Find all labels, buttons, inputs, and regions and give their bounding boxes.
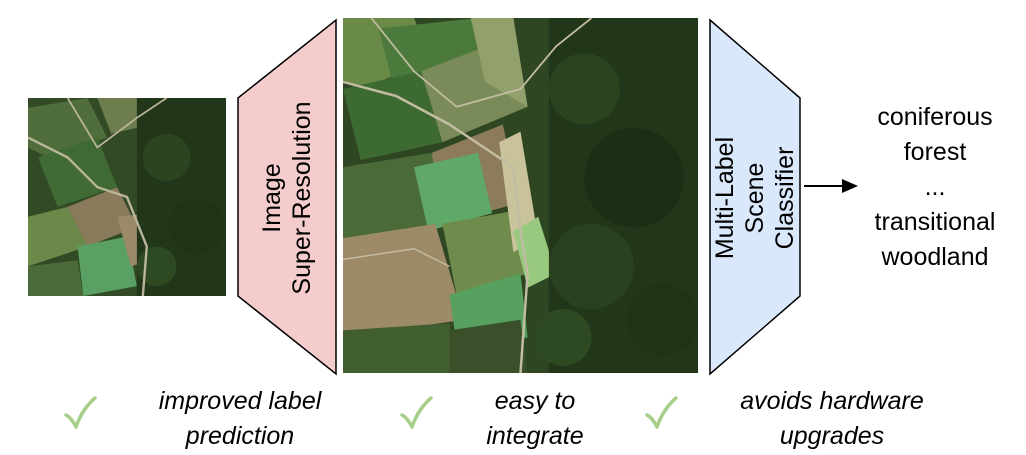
check-icon [64, 396, 97, 429]
classifier-line2: Classifier [771, 146, 799, 250]
high-res-satellite-image [343, 18, 698, 373]
predicted-labels: coniferous forest ... transitional woodl… [846, 100, 1024, 275]
classifier-line1: Multi-Label Scene [711, 136, 769, 260]
classifier-label: Multi-Label Scene Classifier [711, 98, 799, 298]
check-icon [400, 396, 433, 429]
benefit-line: upgrades [779, 422, 885, 450]
super-resolution-label: Image Super-Resolution [257, 98, 317, 298]
benefit-easy-to-integrate: easy to integrate [460, 384, 610, 454]
label-item: forest [903, 138, 967, 166]
label-item: woodland [881, 243, 989, 271]
benefit-line: easy to [494, 387, 576, 415]
benefit-line: integrate [486, 422, 584, 450]
arrow-right-icon [804, 179, 858, 193]
label-item: ... [924, 173, 946, 201]
super-resolution-line1: Image [258, 163, 286, 233]
benefit-line: avoids hardware [740, 387, 924, 415]
label-item: transitional [874, 208, 996, 236]
super-resolution-block [237, 18, 337, 376]
classifier-block [709, 18, 801, 376]
check-icon [645, 396, 678, 429]
label-item: coniferous [877, 103, 993, 131]
benefit-avoids-hardware-upgrades: avoids hardware upgrades [712, 384, 952, 454]
super-resolution-line2: Super-Resolution [288, 101, 316, 295]
benefit-line: prediction [185, 422, 295, 450]
benefit-improved-label-prediction: improved label prediction [130, 384, 350, 454]
benefit-line: improved label [158, 387, 322, 415]
low-res-satellite-image [28, 98, 226, 296]
